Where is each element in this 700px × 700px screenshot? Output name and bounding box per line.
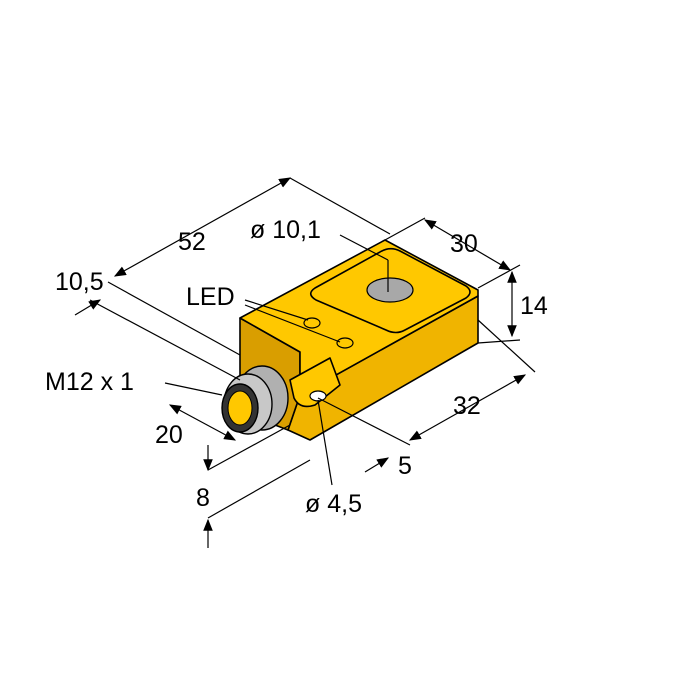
dim-sensing-diameter: ø 10,1 <box>250 216 321 244</box>
dim-mount-hole-diameter: ø 4,5 <box>305 490 362 518</box>
led-icon <box>336 337 354 349</box>
label-m12-thread: M12 x 1 <box>45 368 134 396</box>
dim-length-52: 52 <box>178 228 206 256</box>
dimension-lines <box>74 177 536 548</box>
dim-hole-spacing-32: 32 <box>453 392 481 420</box>
mounting-tab <box>289 357 341 408</box>
dim-connector-20: 20 <box>155 421 183 449</box>
sensing-face-icon <box>366 277 414 303</box>
mounting-hole-icon <box>309 390 327 402</box>
dim-hole-offset-5: 5 <box>398 452 412 480</box>
dim-offset-10-5: 10,5 <box>55 268 104 296</box>
label-led: LED <box>186 283 235 311</box>
led-icon <box>303 317 321 329</box>
dim-height-14: 14 <box>520 292 548 320</box>
dim-mount-height-8: 8 <box>196 484 210 512</box>
dim-width-30: 30 <box>450 230 478 258</box>
